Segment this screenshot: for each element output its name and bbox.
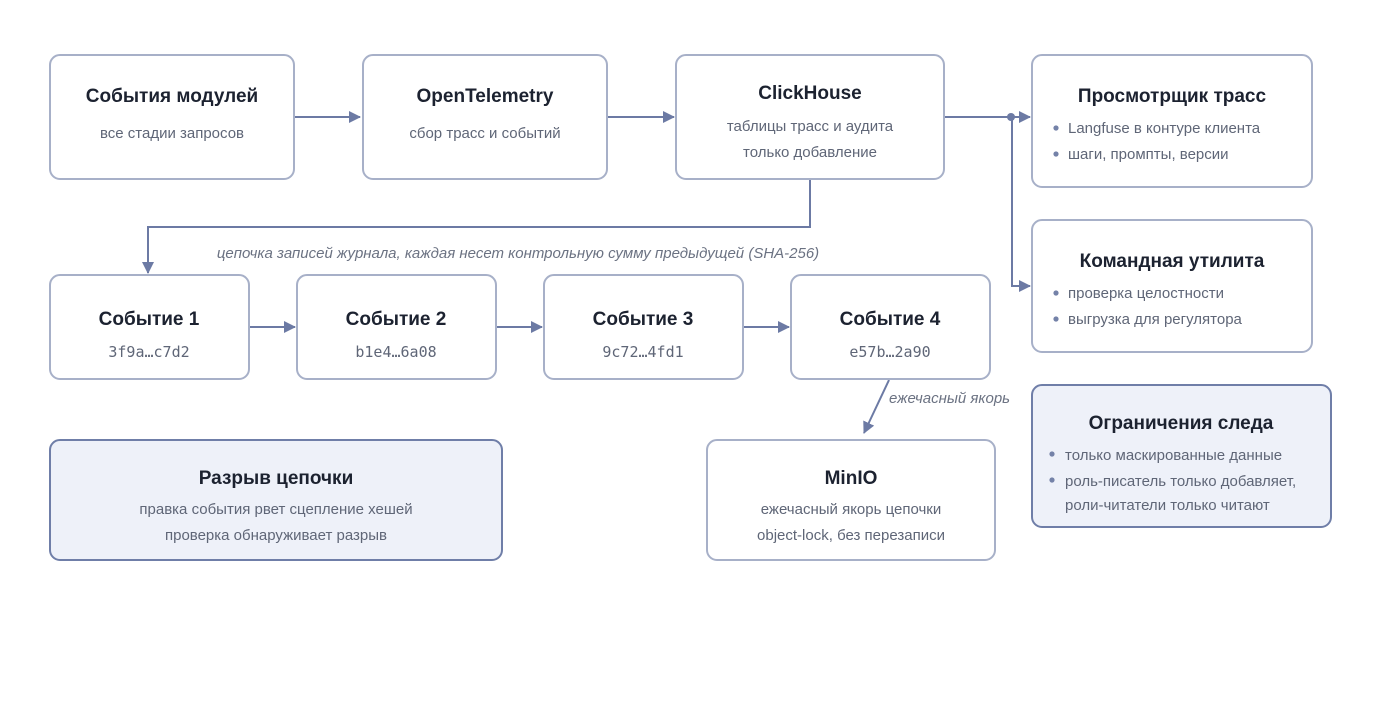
node-chain-break: Разрыв цепочки правка события рвет сцепл… — [49, 439, 503, 561]
node-hash: 9c72…4fd1 — [602, 343, 683, 361]
node-title: Просмотрщик трасс — [1078, 86, 1267, 107]
node-title: События модулей — [86, 86, 258, 107]
node-event-1: Событие 1 3f9a…c7d2 — [49, 274, 250, 380]
node-title: Событие 3 — [593, 309, 694, 330]
bullet-item: только маскированные данные — [1065, 447, 1282, 464]
bullet-item: роль-писатель только добавляет, — [1065, 473, 1296, 490]
node-hash: 3f9a…c7d2 — [108, 343, 189, 361]
node-subtitle: все стадии запросов — [100, 125, 244, 142]
node-title: OpenTelemetry — [417, 86, 554, 107]
bullet-dot — [1049, 451, 1055, 457]
node-title: Событие 2 — [346, 309, 447, 330]
edges: цепочка записей журнала, каждая несет ко… — [142, 111, 1031, 434]
node-event-4: Событие 4 e57b…2a90 — [790, 274, 991, 380]
bullet-dot — [1053, 151, 1059, 157]
edge-clickhouse-to-cli-tool — [1011, 117, 1031, 292]
node-module-events: События модулей все стадии запросов — [49, 54, 295, 180]
bullet-dot — [1053, 125, 1059, 131]
node-line-2: только добавление — [743, 144, 877, 161]
edge-event4-to-minio — [863, 379, 890, 434]
node-hash: e57b…2a90 — [849, 343, 930, 361]
node-line-1: ежечасный якорь цепочки — [761, 501, 942, 518]
node-clickhouse: ClickHouse таблицы трасс и аудита только… — [675, 54, 945, 180]
node-line-2: object-lock, без перезаписи — [757, 527, 945, 544]
node-title: MinIO — [825, 468, 878, 489]
node-title: Разрыв цепочки — [199, 468, 354, 489]
edge-label-anchor: ежечасный якорь — [889, 390, 1010, 407]
edge-clickhouse-to-event1 — [142, 179, 811, 274]
node-opentelemetry: OpenTelemetry сбор трасс и событий — [362, 54, 608, 180]
bullet-item: выгрузка для регулятора — [1068, 311, 1243, 328]
bullet-dot — [1049, 477, 1055, 483]
node-title: Событие 1 — [99, 309, 200, 330]
node-title: Командная утилита — [1080, 251, 1265, 272]
edge-junction-dot — [1007, 113, 1015, 121]
node-line-1: таблицы трасс и аудита — [727, 118, 894, 135]
edge-label-chain: цепочка записей журнала, каждая несет ко… — [217, 245, 819, 262]
node-subtitle: сбор трасс и событий — [409, 125, 560, 142]
bullet-item-continuation: роли-читатели только читают — [1065, 497, 1270, 514]
node-title: ClickHouse — [758, 83, 861, 104]
bullet-item: проверка целостности — [1068, 285, 1224, 302]
node-cli-tool: Командная утилита проверка целостности в… — [1031, 219, 1313, 353]
node-line-2: проверка обнаруживает разрыв — [165, 527, 387, 544]
bullet-dot — [1053, 290, 1059, 296]
node-trace-limits: Ограничения следа только маскированные д… — [1031, 384, 1332, 528]
bullet-item: Langfuse в контуре клиента — [1068, 120, 1261, 137]
bullet-dot — [1053, 316, 1059, 322]
bullet-item: шаги, промпты, версии — [1068, 146, 1229, 163]
node-hash: b1e4…6a08 — [355, 343, 436, 361]
node-line-1: правка события рвет сцепление хешей — [139, 501, 412, 518]
node-trace-viewer: Просмотрщик трасс Langfuse в контуре кли… — [1031, 54, 1313, 188]
node-event-3: Событие 3 9c72…4fd1 — [543, 274, 744, 380]
node-event-2: Событие 2 b1e4…6a08 — [296, 274, 497, 380]
node-title: Ограничения следа — [1089, 413, 1274, 434]
node-title: Событие 4 — [840, 309, 941, 330]
node-minio: MinIO ежечасный якорь цепочки object-loc… — [706, 439, 996, 561]
